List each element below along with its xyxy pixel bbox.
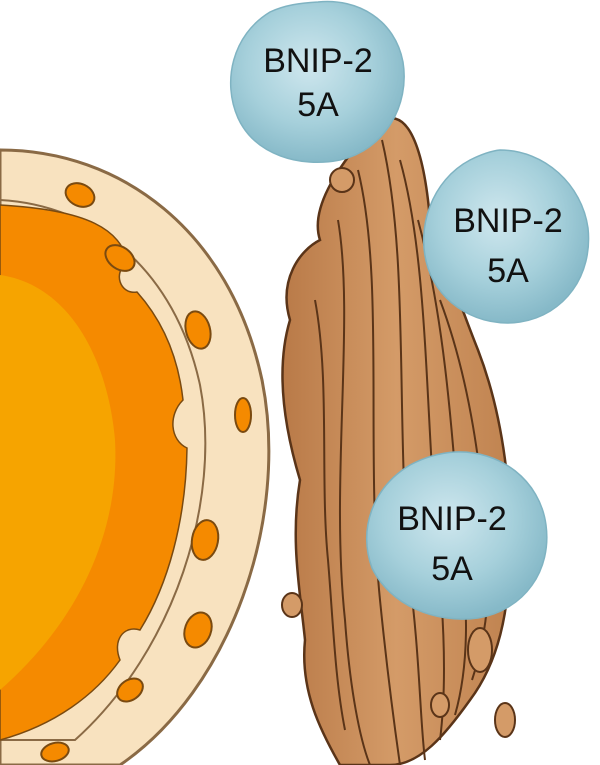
protein-blob (229, 0, 405, 163)
protein-label-line1: BNIP-2 (453, 202, 563, 240)
nuclear-pore (104, 244, 136, 272)
nuclear-pore (190, 519, 220, 561)
nuclear-pore (184, 310, 212, 350)
nuclear-pore (64, 182, 96, 208)
nuclear-pore (40, 741, 70, 763)
protein-label-line2: 5A (431, 550, 473, 588)
protein-label-line1: BNIP-2 (263, 42, 373, 80)
nuclear-pore (116, 677, 144, 703)
cisterna (337, 219, 371, 765)
protein-blob (365, 451, 548, 620)
nucleus (0, 148, 271, 765)
golgi-vesicle (494, 702, 516, 738)
nuclear-pore (234, 397, 252, 433)
cisterna (314, 299, 346, 731)
nucleolus-region (0, 275, 116, 690)
protein-bnip2-5a-bottom: BNIP-2 5A (365, 451, 548, 620)
golgi-vesicle (281, 592, 303, 618)
protein-bnip2-5a-top: BNIP-2 5A (229, 0, 405, 163)
protein-bnip2-5a-middle: BNIP-2 5A (422, 149, 590, 324)
protein-blob (422, 149, 590, 324)
protein-label-line2: 5A (297, 86, 339, 124)
protein-label-line1: BNIP-2 (397, 500, 507, 538)
golgi-vesicle (430, 692, 450, 718)
nuclear-pore (183, 611, 213, 649)
golgi-vesicle (329, 167, 355, 193)
golgi-vesicle (467, 627, 493, 673)
protein-label-line2: 5A (487, 252, 529, 290)
